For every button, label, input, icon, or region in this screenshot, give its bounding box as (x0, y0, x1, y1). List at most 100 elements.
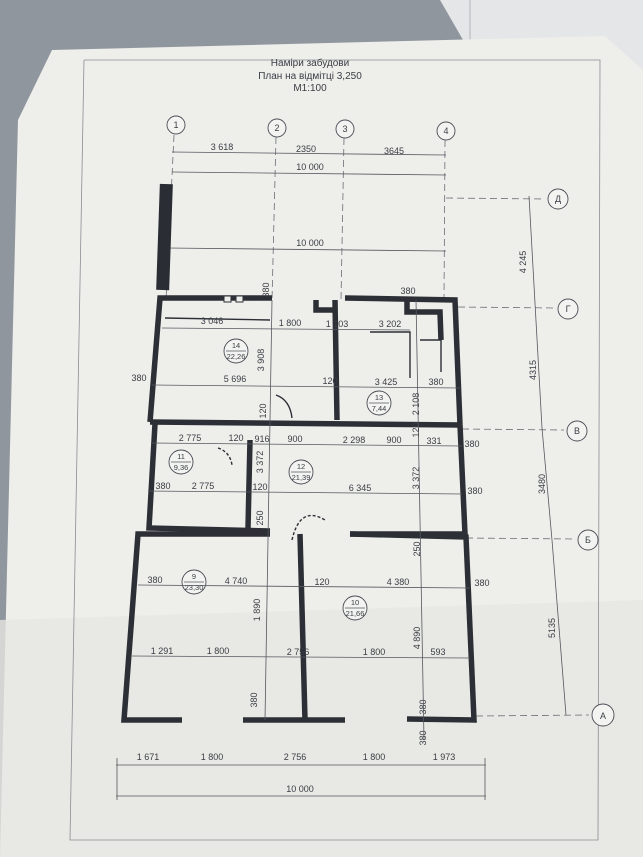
right-dim-mid2: 3480 (537, 474, 547, 494)
top-dim-total: 10 000 (296, 162, 324, 172)
dim-row-a-5: 380 (428, 377, 443, 387)
dim-row-a-2: 5 696 (224, 374, 247, 384)
room-number-14: 14 (232, 341, 240, 350)
room-number-9: 9 (192, 572, 196, 581)
vdim-8: 250 (412, 541, 422, 556)
top-dim-seg3: 3645 (384, 146, 404, 156)
dim-row-d-1: 380 (147, 575, 162, 585)
vdim-6: 3 372 (411, 467, 421, 490)
drawing-title: Наміри забудови (271, 57, 349, 69)
dim-row-a-line (151, 384, 461, 389)
axis-line-4 (443, 139, 446, 301)
bottom-dim-2: 1 800 (201, 752, 224, 762)
axis-bubble-1 (166, 115, 186, 135)
door-swing-1 (275, 394, 293, 419)
axis-line-3 (340, 137, 345, 301)
upper-dim-d4: 3 202 (379, 319, 402, 329)
axis-line-B (465, 537, 576, 540)
upper-dim-d2: 1 800 (279, 318, 302, 328)
sheet-shading (0, 600, 643, 857)
axis-line-2 (271, 136, 277, 301)
bottom-dim-1: 1 671 (137, 752, 160, 762)
inner-partition-line (164, 317, 271, 321)
inner-dim-total: 10 000 (296, 238, 324, 248)
right-dim-low: 5135 (547, 618, 557, 638)
sheet-border-frame (69, 59, 601, 841)
dim-row-c-1: 380 (155, 481, 170, 491)
dim-row-b-3: 916 (254, 434, 269, 444)
dim-row-b-7: 331 (426, 436, 441, 446)
axis-bubble-3 (335, 119, 355, 139)
upper-dim-line (161, 327, 411, 331)
bottom-dim-total: 10 000 (286, 784, 314, 794)
axis-label-3: 3 (342, 124, 347, 134)
room-area-10: 21,66 (346, 609, 365, 618)
bottom-dim-3: 2 756 (284, 752, 307, 762)
vdim-5: 3 372 (255, 451, 265, 474)
dim-row-c-5: 380 (467, 486, 482, 496)
upper-dim-w2: 380 (400, 286, 415, 296)
axis-line-G (457, 306, 557, 309)
room-area-13: 7,44 (372, 404, 387, 413)
vdim-1: 3 908 (256, 349, 266, 372)
vent-square-1 (223, 295, 232, 303)
axis-line-V (461, 428, 565, 431)
dim-row-b-4: 900 (287, 434, 302, 444)
vdim-7: 250 (255, 510, 265, 525)
inner-partition-line-3 (420, 339, 442, 372)
vdim-line-left (264, 299, 273, 721)
dim-row-d-2: 4 740 (225, 576, 248, 586)
door-swing-2 (291, 514, 326, 541)
dim-row-e-3: 2 756 (287, 647, 310, 657)
exterior-walls (121, 295, 477, 723)
axis-label-1: 1 (173, 120, 178, 130)
axis-label-G: Г (566, 304, 571, 314)
axis-label-4: 4 (443, 126, 448, 136)
right-dim-mid1: 4315 (528, 360, 538, 380)
dim-row-c-line (147, 490, 463, 495)
dim-row-a-4: 3 425 (375, 377, 398, 387)
dim-row-d-3: 120 (314, 577, 329, 587)
room-area-14: 22,26 (227, 352, 246, 361)
dim-row-b-8: 380 (464, 439, 479, 449)
dim-row-c-2: 2 775 (192, 481, 215, 491)
axis-bubble-G (557, 298, 579, 320)
dim-row-e-2: 1 800 (207, 646, 230, 656)
room-area-11: 9,36 (174, 463, 189, 472)
top-dim-seg1: 3 618 (211, 142, 234, 152)
bottom-dim-4: 1 800 (363, 752, 386, 762)
vdim-line-right (415, 299, 425, 741)
room-area-9: 23,30 (185, 583, 204, 592)
upper-dim-w1: 380 (261, 282, 271, 297)
dim-row-b-1: 2 775 (179, 433, 202, 443)
axis-bubble-4 (436, 121, 456, 141)
dim-row-b-line (151, 442, 463, 447)
axis-bubble-A (591, 703, 615, 727)
dim-row-e-line (131, 655, 471, 659)
room-number-12: 12 (297, 462, 305, 471)
axis-label-A: А (600, 711, 606, 721)
axis-bubble-V (566, 420, 588, 442)
upper-dim-d1: 3 046 (201, 316, 224, 326)
dim-row-e-1: 1 291 (151, 646, 174, 656)
dim-row-d-line (137, 584, 471, 589)
top-dim-seg2: 2350 (296, 144, 316, 154)
right-dim-outer: 4 245 (518, 251, 528, 274)
dim-row-b-2: 120 (228, 433, 243, 443)
dim-row-c-3: 120 (252, 482, 267, 492)
vdim-10: 4 890 (412, 627, 422, 650)
axis-label-V: В (574, 426, 580, 436)
room-number-11: 11 (177, 452, 185, 461)
vdim-11: 380 (249, 692, 259, 707)
dim-row-e-4: 1 800 (363, 647, 386, 657)
vdim-2: 120 (258, 403, 268, 418)
axis-label-B: Б (585, 535, 591, 545)
room-number-13: 13 (375, 393, 383, 402)
structural-column (156, 183, 173, 291)
axis-label-2: 2 (274, 123, 279, 133)
vdim-4: 120 (411, 422, 421, 437)
drawing-subtitle: План на відмітці 3,250 (258, 71, 362, 82)
door-swing-3 (217, 447, 233, 466)
axis-line-A (475, 714, 590, 717)
